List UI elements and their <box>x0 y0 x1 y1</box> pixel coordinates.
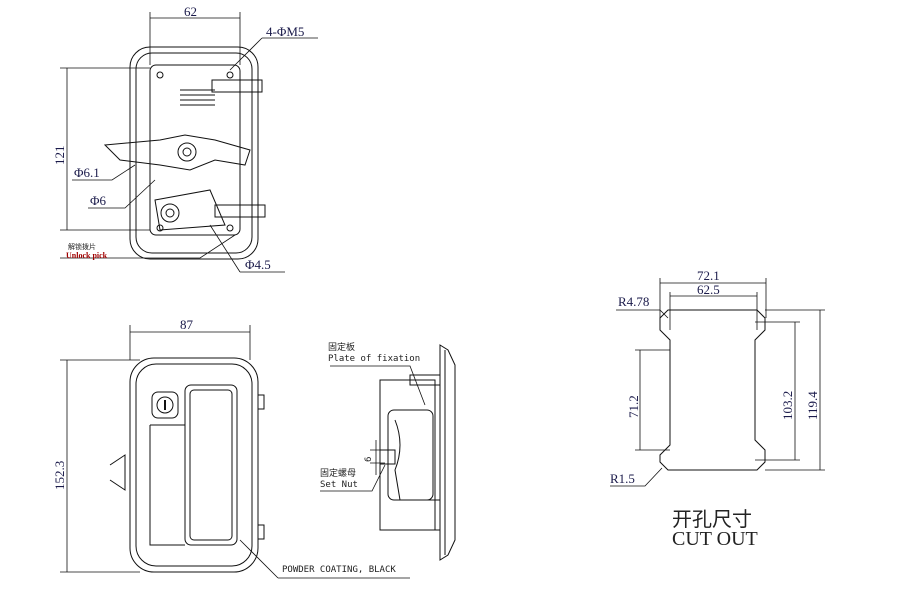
inner-height-dimension: 103.2 <box>780 390 795 420</box>
outer-width-dimension: 72.1 <box>697 268 720 283</box>
cutout-title-en: CUT OUT <box>672 528 758 550</box>
unlock-pick-en: Unlock pick <box>66 251 108 260</box>
front-height-dimension: 152.3 <box>52 460 67 490</box>
inner-width-dimension: 62.5 <box>697 282 720 297</box>
nut-label-en: Set Nut <box>320 480 358 490</box>
dia-6-1-label: Φ6.1 <box>74 165 100 180</box>
dia-4-5-label: Φ4.5 <box>245 257 271 272</box>
plate-label-cn: 固定板 <box>328 343 356 353</box>
dia-6-label: Φ6 <box>90 193 107 208</box>
hole-label: 4-ΦM5 <box>266 24 305 39</box>
front-view-dimensions <box>60 325 410 579</box>
unlock-pick-cn: 解锁拨片 <box>68 243 96 251</box>
nut-dimension: 6 <box>364 456 374 462</box>
cutout-dimensions <box>610 278 825 487</box>
cutout-title-cn: 开孔尺寸 <box>672 509 752 531</box>
finish-label: POWDER COATING, BLACK <box>282 565 396 575</box>
radius-bottom-label: R1.5 <box>610 471 635 486</box>
radius-top-label: R4.78 <box>618 294 650 309</box>
top-width-dimension: 62 <box>184 4 197 19</box>
top-view-lock-body <box>103 46 266 260</box>
front-view-lock-body <box>109 357 265 573</box>
cutout-outline <box>659 309 766 471</box>
side-view-dimensions <box>320 365 426 492</box>
nut-label-cn: 固定螺母 <box>320 469 357 479</box>
plate-label-en: Plate of fixation <box>328 354 421 364</box>
top-height-dimension: 121 <box>52 145 67 166</box>
top-view-dimensions <box>60 12 318 273</box>
front-width-dimension: 87 <box>180 317 193 332</box>
left-height-dimension: 71.2 <box>626 395 641 418</box>
outer-height-dimension: 119.4 <box>805 391 820 420</box>
side-view <box>379 344 456 561</box>
